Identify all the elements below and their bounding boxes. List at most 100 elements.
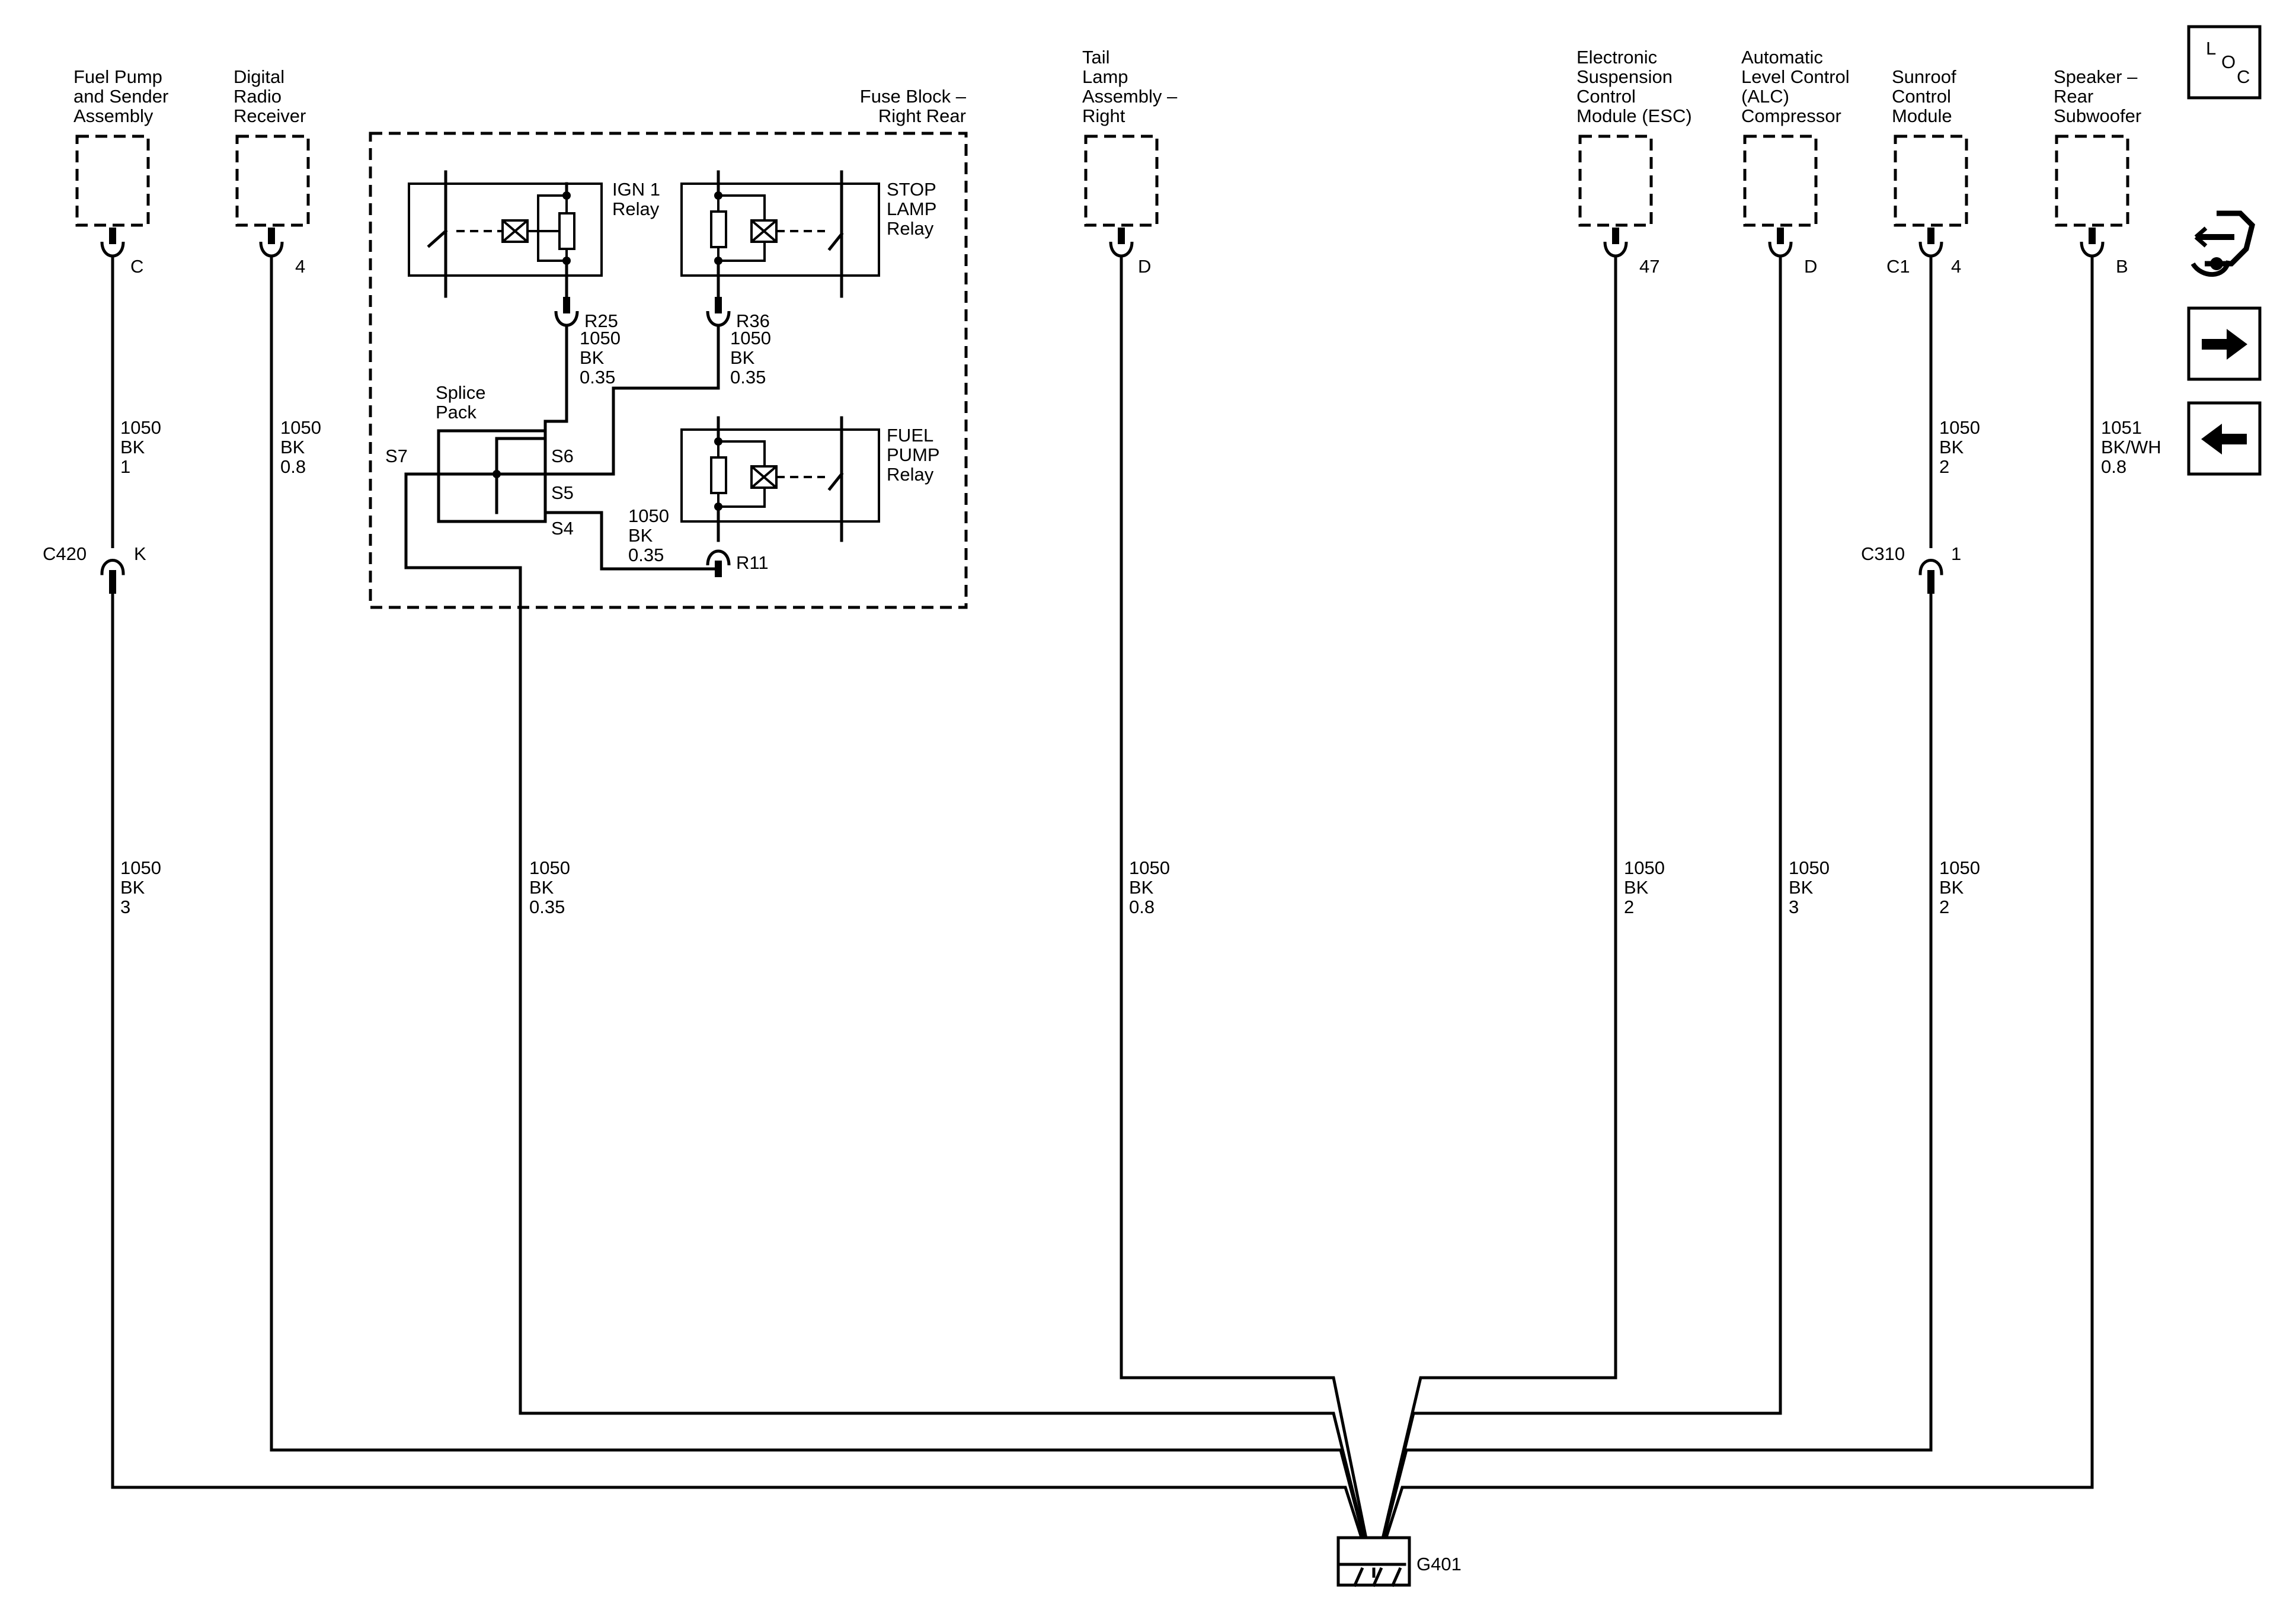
next-arrow-button[interactable] bbox=[2187, 306, 2262, 381]
svg-text:LAMP: LAMP bbox=[887, 199, 936, 219]
svg-text:STOP: STOP bbox=[887, 179, 936, 200]
ground-harness bbox=[111, 256, 2094, 1579]
pin-label: B bbox=[2116, 256, 2128, 277]
previous-arrow-icon bbox=[2201, 424, 2247, 454]
svg-text:BK: BK bbox=[120, 877, 145, 898]
sunroof-control-module: Sunroof Control Module C1 4 bbox=[1886, 66, 1968, 277]
svg-text:0.35: 0.35 bbox=[628, 545, 664, 565]
pin-label: S7 bbox=[385, 446, 408, 466]
svg-text:C310: C310 bbox=[1861, 543, 1905, 564]
ground-g401: G401 bbox=[1336, 1536, 1462, 1587]
alc-compressor: Automatic Level Control (ALC) Compressor… bbox=[1741, 47, 1850, 277]
svg-text:1050: 1050 bbox=[529, 857, 570, 878]
speaker-rear-subwoofer: Speaker – Rear Subwoofer B bbox=[2054, 66, 2141, 277]
loc-button[interactable]: L O C bbox=[2187, 25, 2262, 100]
svg-text:BK: BK bbox=[529, 877, 554, 898]
svg-text:BK: BK bbox=[1939, 437, 1964, 457]
digital-radio-receiver: Digital Radio Receiver 4 bbox=[234, 66, 310, 277]
svg-text:1050: 1050 bbox=[120, 857, 161, 878]
svg-text:Relay: Relay bbox=[887, 464, 934, 485]
svg-text:BK: BK bbox=[1789, 877, 1814, 898]
svg-text:Right Rear: Right Rear bbox=[878, 105, 966, 126]
svg-text:0.35: 0.35 bbox=[580, 367, 615, 388]
svg-text:0.8: 0.8 bbox=[1129, 897, 1155, 917]
pin-label: D bbox=[1138, 256, 1151, 277]
fuel-pump-assembly: Fuel Pump and Sender Assembly C bbox=[73, 66, 168, 277]
svg-text:L: L bbox=[2206, 38, 2216, 59]
pin-label: S6 bbox=[551, 446, 574, 466]
svg-text:IGN 1: IGN 1 bbox=[612, 179, 660, 200]
svg-text:Subwoofer: Subwoofer bbox=[2054, 105, 2141, 126]
pin-label: D bbox=[1804, 256, 1817, 277]
svg-text:FUEL: FUEL bbox=[887, 425, 933, 446]
svg-text:1050: 1050 bbox=[1939, 417, 1980, 438]
svg-text:1: 1 bbox=[1951, 543, 1961, 564]
svg-text:Tail: Tail bbox=[1082, 47, 1110, 68]
svg-text:C420: C420 bbox=[43, 543, 87, 564]
pin-label: S4 bbox=[551, 518, 574, 539]
svg-text:O: O bbox=[2221, 52, 2236, 72]
svg-text:Automatic: Automatic bbox=[1741, 47, 1823, 68]
svg-text:1050: 1050 bbox=[1939, 857, 1980, 878]
svg-text:1050: 1050 bbox=[730, 328, 771, 348]
svg-text:2: 2 bbox=[1939, 456, 1949, 477]
wire-labels: 1050 BK 1 1050 BK 3 1050 BK 0.8 1050 BK … bbox=[120, 417, 2161, 917]
previous-arrow-button[interactable] bbox=[2187, 401, 2262, 476]
svg-text:Splice: Splice bbox=[436, 382, 485, 403]
svg-text:Assembly: Assembly bbox=[73, 105, 154, 126]
svg-text:Compressor: Compressor bbox=[1741, 105, 1841, 126]
svg-text:BK: BK bbox=[1939, 877, 1964, 898]
svg-text:BK: BK bbox=[1624, 877, 1649, 898]
svg-text:Control: Control bbox=[1892, 86, 1951, 107]
pin-label: S5 bbox=[551, 482, 574, 503]
svg-text:2: 2 bbox=[1624, 897, 1634, 917]
next-arrow-icon bbox=[2202, 329, 2247, 360]
svg-text:Relay: Relay bbox=[612, 199, 660, 219]
pin-label: C bbox=[130, 256, 143, 277]
svg-text:(ALC): (ALC) bbox=[1741, 86, 1789, 107]
svg-text:Assembly –: Assembly – bbox=[1082, 86, 1178, 107]
svg-text:Fuel Pump: Fuel Pump bbox=[73, 66, 162, 87]
svg-text:1050: 1050 bbox=[1624, 857, 1665, 878]
connector-c420: C420 K bbox=[43, 543, 146, 594]
svg-text:Pack: Pack bbox=[436, 402, 477, 422]
svg-text:BK: BK bbox=[730, 347, 755, 368]
svg-text:BK: BK bbox=[1129, 877, 1154, 898]
svg-text:Suspension: Suspension bbox=[1576, 66, 1673, 87]
pin-label: R25 bbox=[584, 311, 618, 331]
pin-label: 47 bbox=[1639, 256, 1659, 277]
svg-text:BK: BK bbox=[120, 437, 145, 457]
svg-text:2: 2 bbox=[1939, 897, 1949, 917]
svg-text:1: 1 bbox=[120, 456, 130, 477]
svg-text:PUMP: PUMP bbox=[887, 444, 940, 465]
svg-text:Digital: Digital bbox=[234, 66, 284, 87]
svg-text:1050: 1050 bbox=[1129, 857, 1170, 878]
svg-text:Speaker –: Speaker – bbox=[2054, 66, 2138, 87]
svg-text:Lamp: Lamp bbox=[1082, 66, 1128, 87]
svg-text:Sunroof: Sunroof bbox=[1892, 66, 1956, 87]
svg-text:Fuse Block –: Fuse Block – bbox=[860, 86, 967, 107]
svg-text:Electronic: Electronic bbox=[1576, 47, 1657, 68]
svg-text:Right: Right bbox=[1082, 105, 1125, 126]
svg-text:BK: BK bbox=[280, 437, 305, 457]
connector-c310: C310 1 bbox=[1861, 543, 1961, 594]
svg-text:0.35: 0.35 bbox=[529, 897, 565, 917]
svg-text:1050: 1050 bbox=[580, 328, 621, 348]
svg-text:and Sender: and Sender bbox=[73, 86, 168, 107]
svg-text:0.8: 0.8 bbox=[280, 456, 306, 477]
svg-text:1050: 1050 bbox=[1789, 857, 1830, 878]
svg-text:Control: Control bbox=[1576, 86, 1636, 107]
svg-text:0.35: 0.35 bbox=[730, 367, 766, 388]
pin-label: R11 bbox=[736, 552, 769, 573]
pin-label: C1 bbox=[1886, 256, 1910, 277]
svg-text:0.8: 0.8 bbox=[2101, 456, 2126, 477]
svg-text:1050: 1050 bbox=[120, 417, 161, 438]
stop-lamp-relay: STOP LAMP Relay bbox=[680, 170, 936, 298]
splice-pack: Splice Pack S6 S5 S4 S7 bbox=[385, 382, 574, 539]
svg-text:Relay: Relay bbox=[887, 218, 934, 239]
fuse-block-right-rear: Fuse Block – Right Rear IGN 1 Relay bbox=[369, 86, 968, 609]
connector-harness-icon[interactable] bbox=[2191, 210, 2255, 277]
svg-text:K: K bbox=[134, 543, 146, 564]
pin-label: 4 bbox=[1951, 256, 1961, 277]
